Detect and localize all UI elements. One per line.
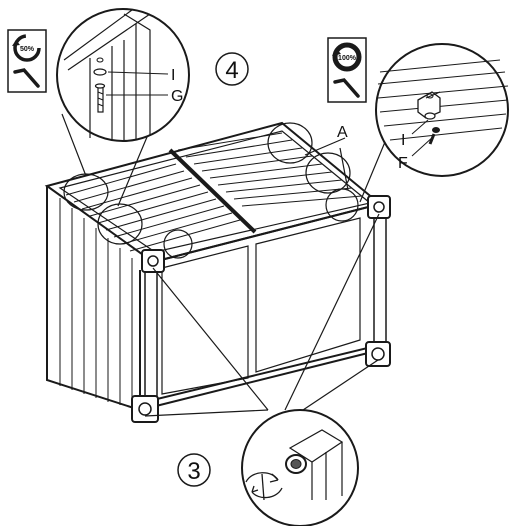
left-panel-slats (59, 198, 133, 408)
angle-bracket (417, 91, 441, 119)
label-A: A (337, 124, 348, 141)
cap-hole (373, 201, 385, 213)
tool-percent-right: 100% (338, 55, 357, 62)
detail-circle-left (56, 8, 190, 142)
allen-key-icon (13, 68, 40, 88)
cap-hole (147, 255, 159, 267)
cap-front-left-top (141, 249, 165, 273)
label-I-right: I (401, 132, 405, 149)
rail-edge (63, 9, 133, 61)
tool-badge-left: 50% (7, 29, 47, 93)
front-right-post (373, 209, 387, 349)
bottom-rail (139, 349, 381, 411)
full-rotation-arrow-icon (332, 42, 362, 72)
lid-slats (65, 132, 363, 252)
cap-front-right-bottom (365, 341, 391, 367)
step-3-marker: 3 (177, 453, 211, 487)
washer-I-right (424, 112, 436, 120)
tool-percent-left: 50% (20, 46, 35, 53)
detail-top-right: I F (375, 43, 509, 177)
front-left-post (144, 257, 158, 409)
detail-circle-right (375, 43, 509, 177)
washer-I (93, 68, 107, 76)
tool-badge-right: 100% (327, 37, 367, 103)
left-panel (46, 186, 141, 412)
front-door-left (161, 245, 249, 395)
label-G: G (171, 88, 183, 105)
front-door-right (255, 217, 361, 373)
rotate-arrows-icon (245, 472, 283, 501)
label-F: F (398, 155, 408, 172)
cap-hole (138, 402, 152, 416)
cap-front-left-bottom (131, 395, 159, 423)
step-4-number: 4 (225, 57, 238, 84)
detail-bottom (241, 409, 359, 527)
highlight-circles (63, 122, 359, 259)
lid-divider (168, 148, 257, 234)
cap-front-right-top (367, 195, 391, 219)
label-I-left: I (171, 67, 175, 84)
leveling-cap (285, 454, 307, 474)
rotation-arrow-icon (13, 34, 41, 62)
storage-box (44, 121, 391, 423)
step-4-marker: 4 (215, 52, 249, 86)
detail-top-left: I G (56, 8, 190, 142)
step-3-number: 3 (187, 458, 200, 485)
pilot-hole (96, 57, 104, 63)
allen-key-icon (333, 78, 360, 98)
screw-F (428, 127, 440, 145)
